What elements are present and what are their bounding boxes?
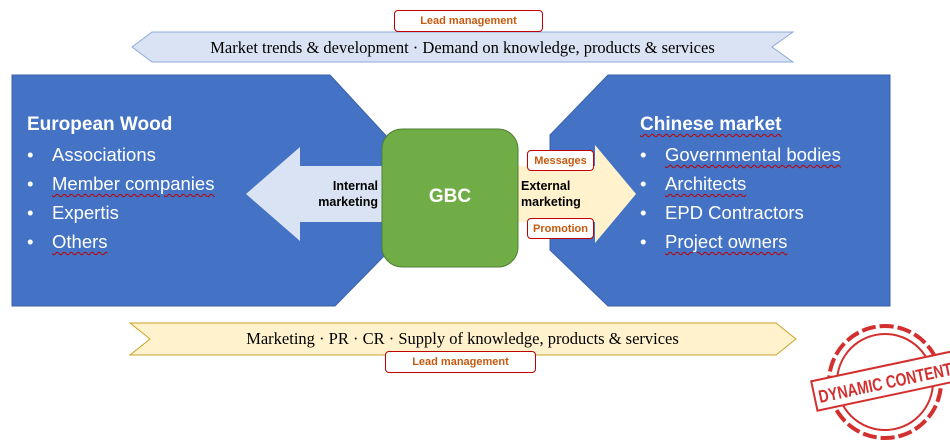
- right-panel-title: Chinese market: [640, 112, 890, 138]
- internal-marketing-label: Internal marketing: [306, 178, 378, 210]
- left-panel-item: •Member companies: [27, 173, 215, 194]
- bottom-lead-management-tag: Lead management: [385, 351, 536, 373]
- bottom-banner-text: Marketing · PR · CR · Supply of knowledg…: [246, 329, 679, 348]
- promotion-tag-label: Promotion: [533, 222, 588, 235]
- right-panel: Chinese market •Governmental bodies •Arc…: [640, 112, 890, 256]
- right-item-label: Project owners: [665, 231, 788, 252]
- top-banner-text: Market trends & development · Demand on …: [210, 38, 715, 57]
- right-panel-title-text: Chinese market: [640, 114, 782, 135]
- messages-tag-label: Messages: [534, 154, 587, 167]
- right-panel-list: •Governmental bodies •Architects •EPD Co…: [640, 140, 890, 256]
- bottom-lead-management-label: Lead management: [412, 356, 509, 368]
- left-panel-list: •Associations •Member companies •Experti…: [27, 140, 287, 256]
- left-item-label: Others: [52, 231, 108, 252]
- right-panel-item: •Architects: [640, 173, 747, 194]
- top-lead-management-label: Lead management: [420, 15, 517, 27]
- internal-marketing-line: marketing: [318, 195, 378, 209]
- right-panel-item: •Governmental bodies: [640, 144, 841, 165]
- left-panel-item: •Associations: [27, 144, 156, 165]
- bottom-banner-arrow: [128, 322, 797, 356]
- external-marketing-label: External marketing: [521, 178, 601, 210]
- internal-marketing-arrow: [246, 147, 382, 241]
- left-item-label: Expertis: [52, 202, 119, 223]
- gbc-label: GBC: [428, 186, 472, 207]
- right-panel-shape: [549, 74, 891, 307]
- gbc-box: [381, 128, 519, 268]
- external-marketing-line: External: [521, 179, 571, 193]
- messages-tag: Messages: [527, 150, 594, 171]
- top-lead-management-tag: Lead management: [394, 10, 543, 32]
- left-panel-title: European Wood: [27, 114, 173, 135]
- internal-marketing-line: Internal: [332, 179, 378, 193]
- left-panel-item: •Others: [27, 231, 108, 252]
- stamp-band: [811, 351, 950, 411]
- left-panel-item: •Expertis: [27, 202, 119, 223]
- right-panel-item: •Project owners: [640, 231, 788, 252]
- stamp-band-border: [810, 350, 950, 412]
- dynamic-content-stamp: DYNAMIC CONTENT: [810, 324, 950, 440]
- right-item-label: Architects: [665, 173, 747, 194]
- right-panel-item: •EPD Contractors: [640, 202, 804, 223]
- top-banner-arrow: [131, 31, 795, 63]
- right-item-label: EPD Contractors: [665, 202, 804, 223]
- right-item-label: Governmental bodies: [665, 144, 841, 165]
- external-marketing-line: marketing: [521, 195, 581, 209]
- left-item-label: Member companies: [52, 173, 215, 194]
- promotion-tag: Promotion: [527, 218, 594, 239]
- left-panel: European Wood •Associations •Member comp…: [27, 112, 287, 256]
- left-item-label: Associations: [52, 144, 156, 165]
